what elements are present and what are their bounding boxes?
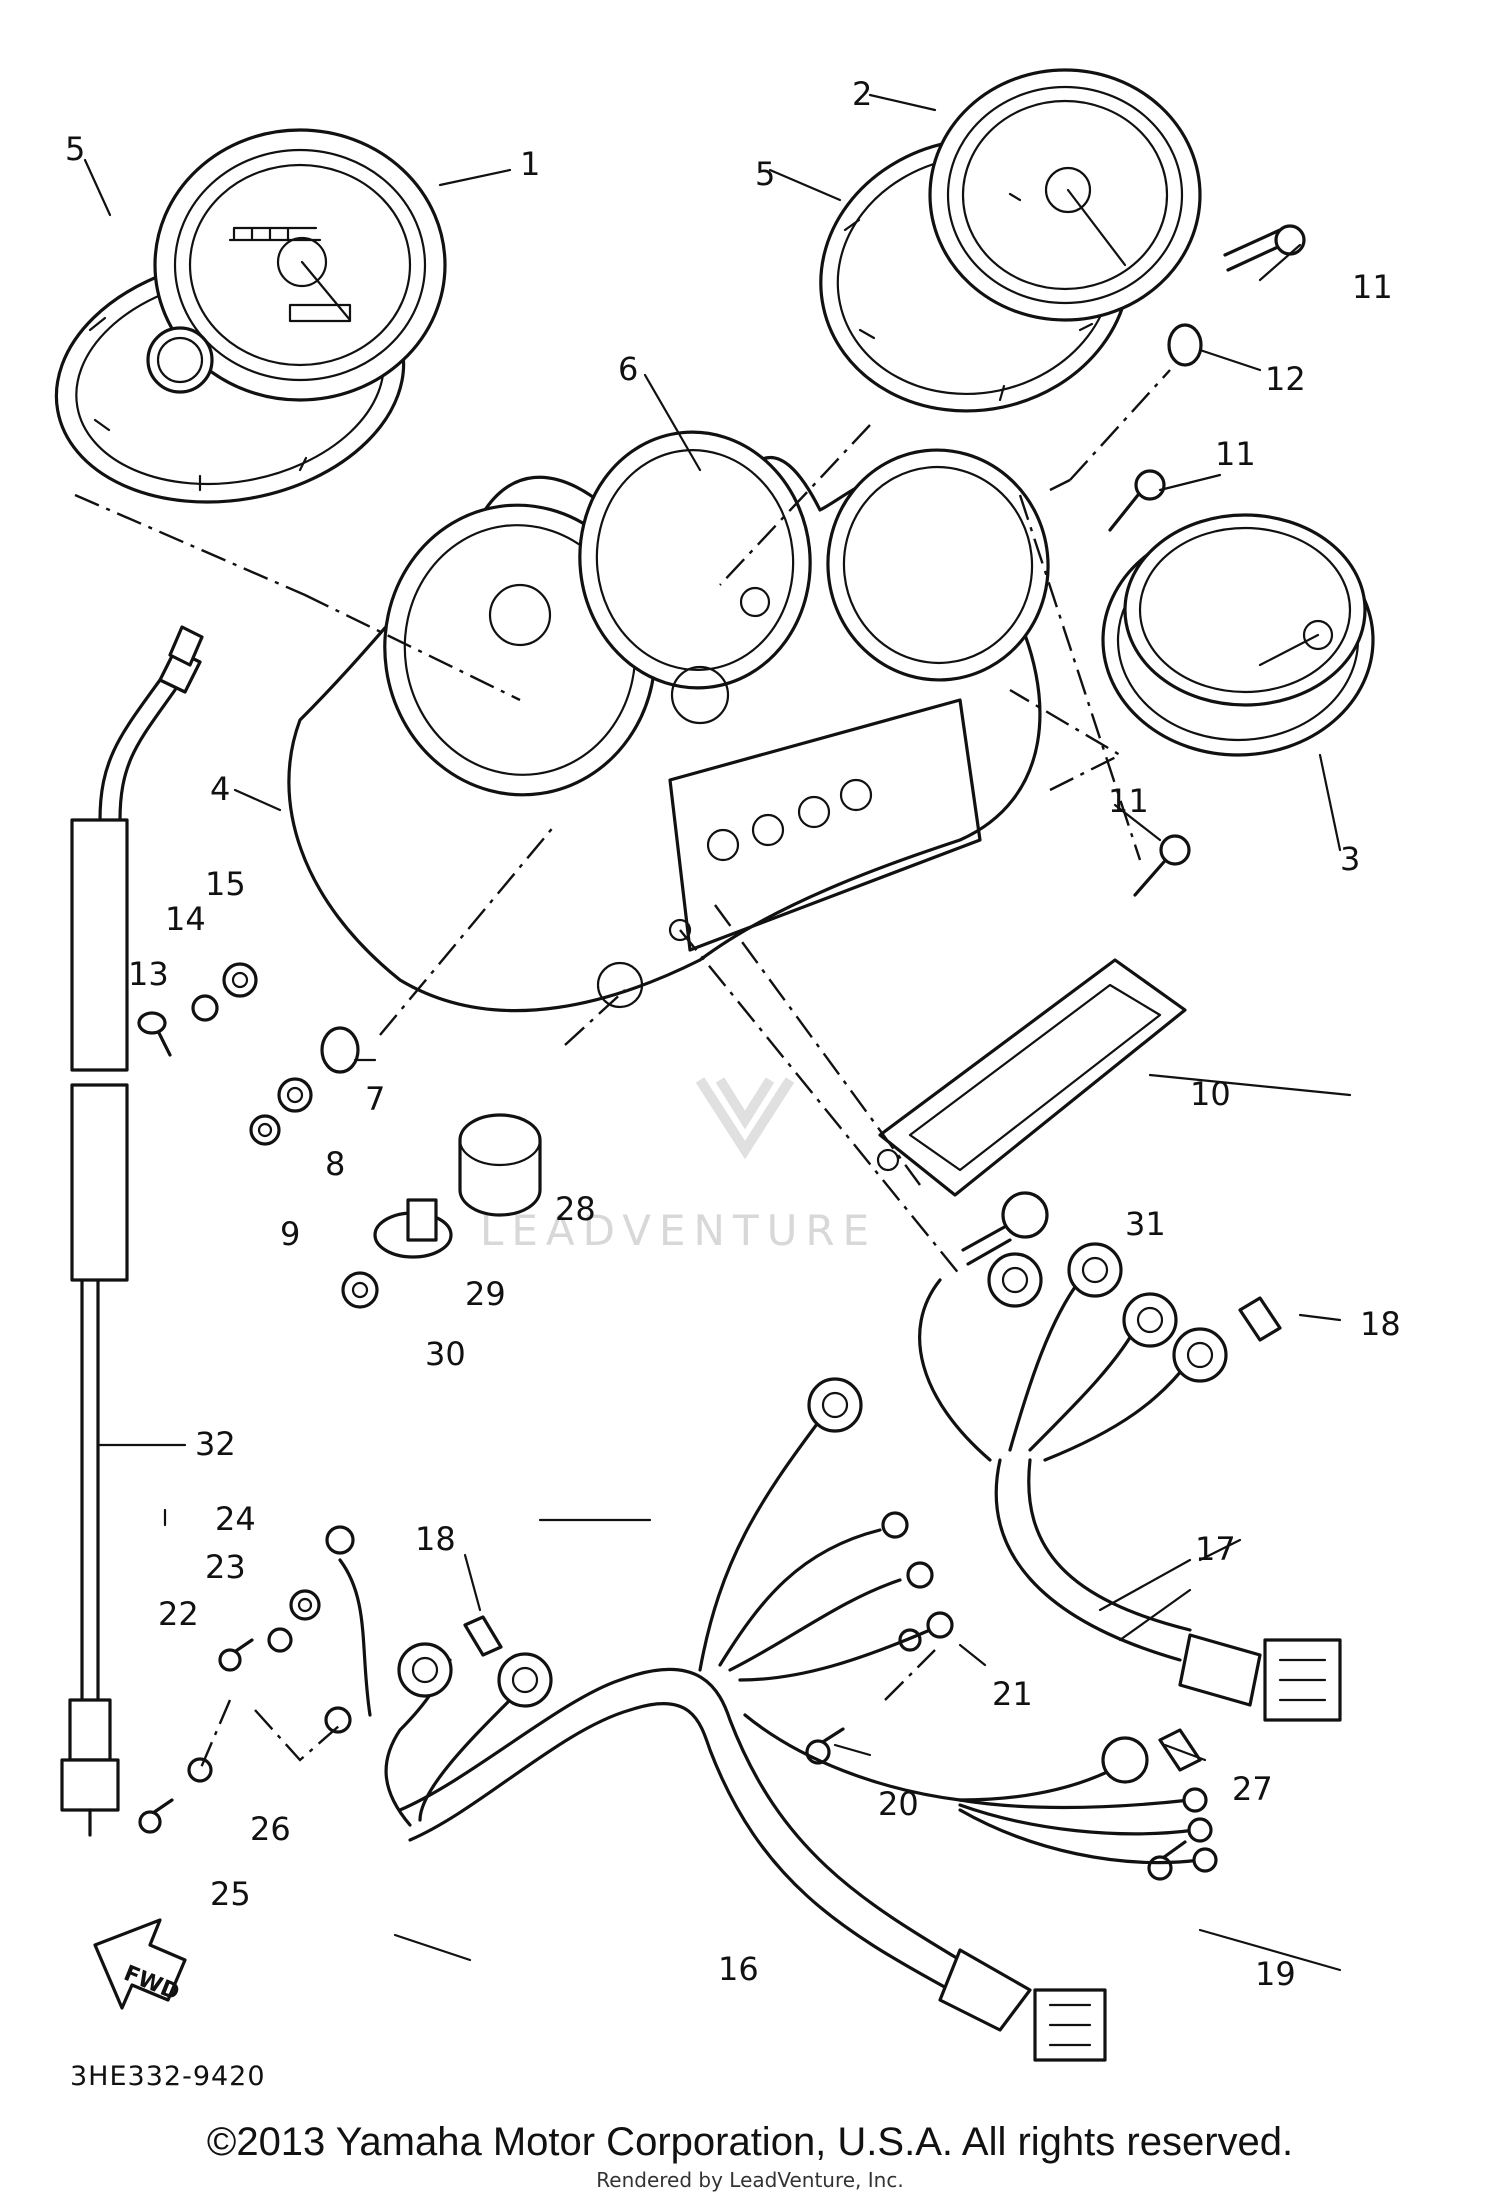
callout-18-left: 18 (415, 1520, 456, 1558)
indicator-lens (876, 958, 1187, 1197)
callout-19: 19 (1255, 1955, 1296, 1993)
callout-32: 32 (195, 1425, 236, 1463)
watermark-text: LEADVENTURE (480, 1206, 877, 1255)
callouts: 1 2 3 4 5 5 6 7 8 9 10 11 11 11 12 13 14… (65, 75, 1401, 1993)
copyright-notice: ©2013 Yamaha Motor Corporation, U.S.A. A… (206, 2120, 1294, 2164)
callout-10: 10 (1190, 1075, 1231, 1113)
callout-28: 28 (555, 1190, 596, 1228)
callout-1: 1 (520, 145, 540, 183)
callout-31: 31 (1125, 1205, 1166, 1243)
callout-21: 21 (992, 1675, 1033, 1713)
meter-housing (287, 430, 1050, 1013)
meter-assembly-right-upper (819, 68, 1202, 413)
callout-5-right: 5 (755, 155, 775, 193)
callout-4: 4 (210, 770, 230, 808)
diagram-code: 3HE332-9420 (70, 2061, 266, 2092)
callout-3: 3 (1340, 840, 1360, 878)
reference-lines (74, 93, 1352, 1972)
callout-15: 15 (205, 865, 246, 903)
callout-29: 29 (465, 1275, 506, 1313)
callout-24: 24 (215, 1500, 256, 1538)
callout-11-middle: 11 (1215, 435, 1256, 473)
callout-7: 7 (365, 1080, 385, 1118)
callout-25: 25 (210, 1875, 251, 1913)
wire-harness (324, 1242, 1342, 2062)
callout-14: 14 (165, 900, 206, 938)
callout-11-lower: 11 (1108, 782, 1149, 820)
callout-11-top: 11 (1352, 268, 1393, 306)
forward-arrow: FWD (93, 1918, 187, 2010)
callout-22: 22 (158, 1595, 199, 1633)
callout-5-left: 5 (65, 130, 85, 168)
callout-6: 6 (618, 350, 638, 388)
speedometer-cable (60, 625, 204, 1837)
callout-2: 2 (852, 75, 872, 113)
callout-8: 8 (325, 1145, 345, 1183)
callout-23: 23 (205, 1548, 246, 1586)
callout-26: 26 (250, 1810, 291, 1848)
callout-13: 13 (128, 955, 169, 993)
callout-12: 12 (1265, 360, 1306, 398)
callout-16: 16 (718, 1950, 759, 1988)
meter-assembly-right-lower (1101, 513, 1375, 757)
hardware (137, 224, 1306, 1881)
meter-assembly-left (54, 128, 447, 504)
rendered-by-credit: Rendered by LeadVenture, Inc. (596, 2168, 904, 2192)
callout-9: 9 (280, 1215, 300, 1253)
callout-30: 30 (425, 1335, 466, 1373)
callout-17: 17 (1195, 1530, 1236, 1568)
callout-27: 27 (1232, 1770, 1273, 1808)
watermark: LEADVENTURE (480, 1077, 877, 1255)
callout-20: 20 (878, 1785, 919, 1823)
callout-18-right: 18 (1360, 1305, 1401, 1343)
